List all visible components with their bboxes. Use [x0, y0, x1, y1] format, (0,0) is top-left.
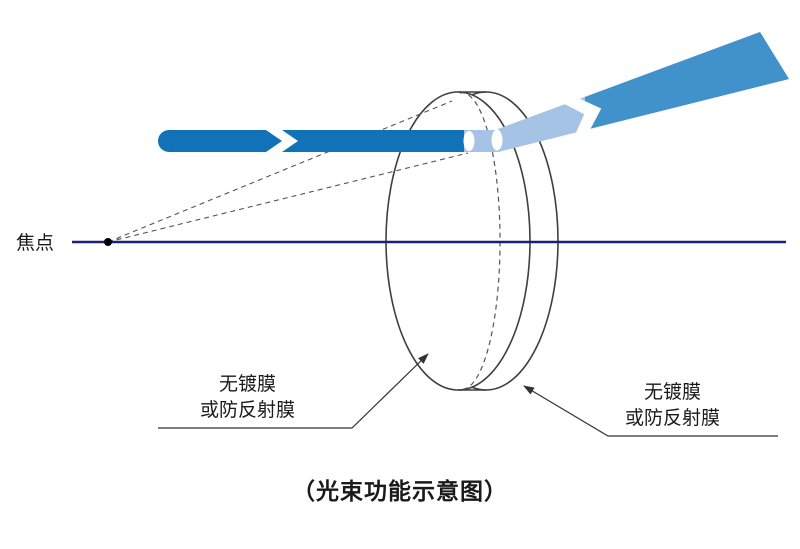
beam-surface-spot-front [463, 131, 475, 151]
focal-guide-upper-dashed-line [107, 100, 453, 243]
beam-surface-spot-back [491, 129, 503, 151]
incident-beam-chevron-icon [266, 130, 298, 152]
coating-label-right-line2: 或防反射膜 [624, 408, 720, 429]
diverging-beam [585, 32, 789, 130]
coating-label-left-line2: 或防反射膜 [199, 400, 295, 421]
coating-label-left: 无镀膜 或防反射膜 [155, 372, 340, 424]
incident-beam-bar [169, 130, 466, 152]
leader-line-left [158, 353, 429, 429]
coating-label-right-line1: 无镀膜 [643, 382, 701, 403]
leader-line-right [523, 385, 778, 437]
focal-point-label: 焦点 [16, 233, 55, 254]
coating-label-right: 无镀膜 或防反射膜 [580, 380, 765, 432]
focal-guide-lower-dashed-line [107, 152, 469, 243]
diagram-caption: （光束功能示意图） [292, 478, 508, 504]
coating-label-left-line1: 无镀膜 [218, 374, 276, 395]
diverging-beam-chevron-icon [563, 98, 602, 136]
focal-point-dot [104, 238, 112, 246]
lens-hidden-edge-dashed-arc [459, 92, 501, 390]
